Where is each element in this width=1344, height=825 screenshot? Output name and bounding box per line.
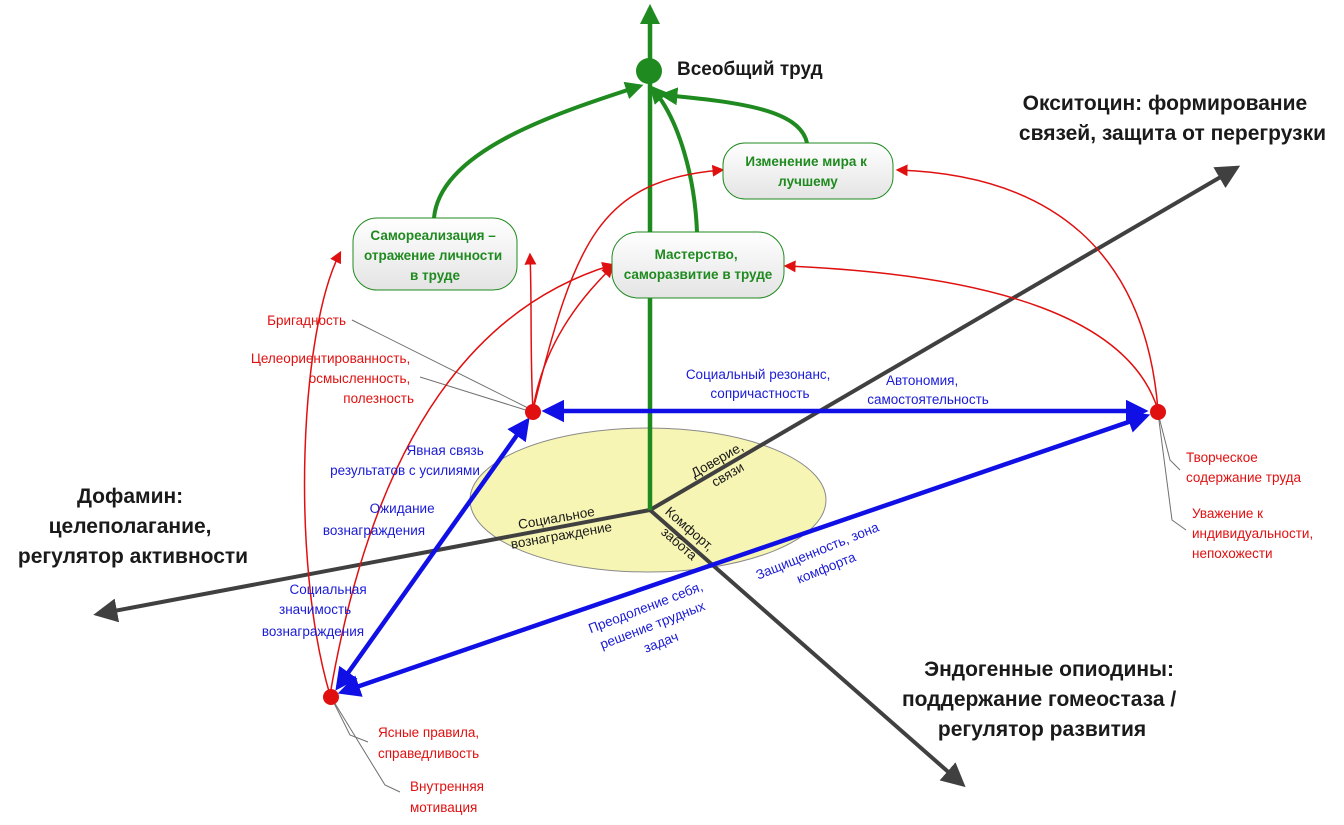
label-respect-line-1: Уважение к (1192, 506, 1263, 521)
label-significance-line-1: Социальная (290, 582, 367, 597)
opioid-line-1: Эндогенные опиодины: (924, 658, 1174, 681)
node-middle (525, 404, 541, 420)
green-curve-mastery (649, 85, 699, 233)
leader-creative (1157, 412, 1181, 471)
red-curve-mid-to-self (524, 252, 537, 411)
label-resonance-line-2: сопричастность (710, 386, 809, 401)
label-autonomy-line-1: Автономия, (886, 373, 958, 388)
label-respect-line-3: непохожести (1192, 546, 1273, 561)
red-curve-mid-to-mastery (532, 265, 614, 411)
red-curve-right-to-mastery (783, 260, 1159, 411)
label-resonance-line-1: Социальный резонанс, (686, 367, 831, 382)
label-overcome: Преодоление себя, решение трудных задач (586, 577, 722, 671)
dopamine-title: Дофамин: целеполагание, регулятор активн… (18, 485, 248, 568)
red-curve-left-to-self (303, 250, 342, 696)
box-self-line-2: отражение личности (364, 248, 502, 263)
label-creative: Творческое содержание труда (1186, 450, 1302, 485)
label-explicit-line-1: Явная связь (406, 443, 483, 458)
box-world: Изменение мира к лучшему (722, 142, 894, 200)
box-self-line-1: Самореализация – (370, 228, 496, 243)
label-motivation: Внутренняя мотивация (410, 779, 488, 815)
node-right (1150, 404, 1166, 420)
svg-text:Изменение мира к лучшему: Изменение мира к лучшему (745, 154, 870, 189)
label-expectation-line-2: вознаграждения (323, 523, 425, 538)
label-rules: Ясные правила, справедливость (378, 725, 483, 761)
label-significance-line-2: значимость (279, 602, 351, 617)
label-autonomy: Автономия, самостоятельность (867, 373, 989, 407)
blue-arrow-long-diagonal (337, 411, 1151, 697)
box-world-line-1: Изменение мира к (745, 154, 867, 169)
label-explicit: Явная связь результатов с усилиями (330, 443, 487, 478)
label-motivation-line-2: мотивация (410, 800, 477, 815)
box-mastery: Мастерство, саморазвитие в труде (611, 231, 785, 299)
label-respect: Уважение к индивидуальности, непохожести (1192, 506, 1317, 561)
label-brigade-line-1: Бригадность (267, 313, 346, 328)
label-respect-line-2: индивидуальности, (1192, 526, 1313, 541)
leader-goal (419, 376, 533, 413)
dopamine-line-1: Дофамин: (77, 485, 183, 508)
label-resonance: Социальный резонанс, сопричастность (686, 367, 834, 401)
label-goal: Целеориентированность, осмысленность, по… (251, 351, 414, 406)
top-title: Всеобщий труд (677, 59, 823, 80)
green-curve-world (659, 87, 809, 144)
label-goal-line-2: осмысленность, (309, 371, 411, 386)
label-significance-line-3: вознаграждения (262, 624, 364, 639)
opioid-line-2: поддержание гомеостаза / (902, 688, 1176, 711)
dopamine-line-2: целеполагание, (49, 515, 212, 538)
green-curve-self (432, 81, 644, 219)
leader-brigade (351, 319, 533, 411)
opioid-title: Эндогенные опиодины: поддержание гомеост… (902, 658, 1182, 741)
label-expectation: Ожидание вознаграждения (323, 501, 438, 538)
svg-text:Мастерство, саморазвитие: Мастерство, саморазвитие в труде (624, 247, 773, 282)
oxytocin-line-1: Окситоцин: формирование (1023, 92, 1307, 115)
label-creative-line-1: Творческое (1186, 450, 1258, 465)
leader-rules (330, 696, 369, 743)
label-creative-line-2: содержание труда (1186, 470, 1302, 485)
label-autonomy-line-2: самостоятельность (867, 392, 989, 407)
node-left (323, 689, 339, 705)
label-explicit-line-2: результатов с усилиями (330, 463, 480, 478)
svg-text:Самореализация – отражен: Самореализация – отражение личности в тр… (364, 228, 506, 283)
dopamine-line-3: регулятор активности (18, 545, 248, 568)
label-expectation-line-1: Ожидание (370, 501, 435, 516)
red-curve-mid-to-world (532, 164, 725, 411)
box-self-realization: Самореализация – отражение личности в тр… (352, 217, 518, 291)
opioid-line-3: регулятор развития (938, 718, 1146, 741)
red-curve-right-to-world (895, 164, 1159, 411)
label-goal-line-1: Целеориентированность, (251, 351, 410, 366)
leader-motivation (330, 696, 401, 793)
label-rules-line-1: Ясные правила, (378, 725, 479, 740)
box-mastery-line-2: саморазвитие в труде (624, 267, 773, 282)
label-goal-line-3: полезность (343, 391, 414, 406)
blue-arrow-left-diagonal (335, 417, 530, 691)
box-mastery-line-1: Мастерство, (655, 247, 738, 262)
oxytocin-line-2: связей, защита от перегрузки (1019, 122, 1326, 145)
label-significance: Социальная значимость вознаграждения (262, 582, 371, 639)
box-self-line-3: в труде (410, 268, 460, 283)
top-node (636, 58, 662, 84)
oxytocin-title: Окситоцин: формирование связей, защита о… (1019, 92, 1326, 145)
oxytocin-axis (648, 165, 1241, 512)
leader-respect (1157, 412, 1187, 531)
label-brigade: Бригадность (267, 313, 346, 328)
label-rules-line-2: справедливость (378, 746, 479, 761)
label-motivation-line-1: Внутренняя (410, 779, 484, 794)
box-world-line-2: лучшему (778, 174, 838, 189)
